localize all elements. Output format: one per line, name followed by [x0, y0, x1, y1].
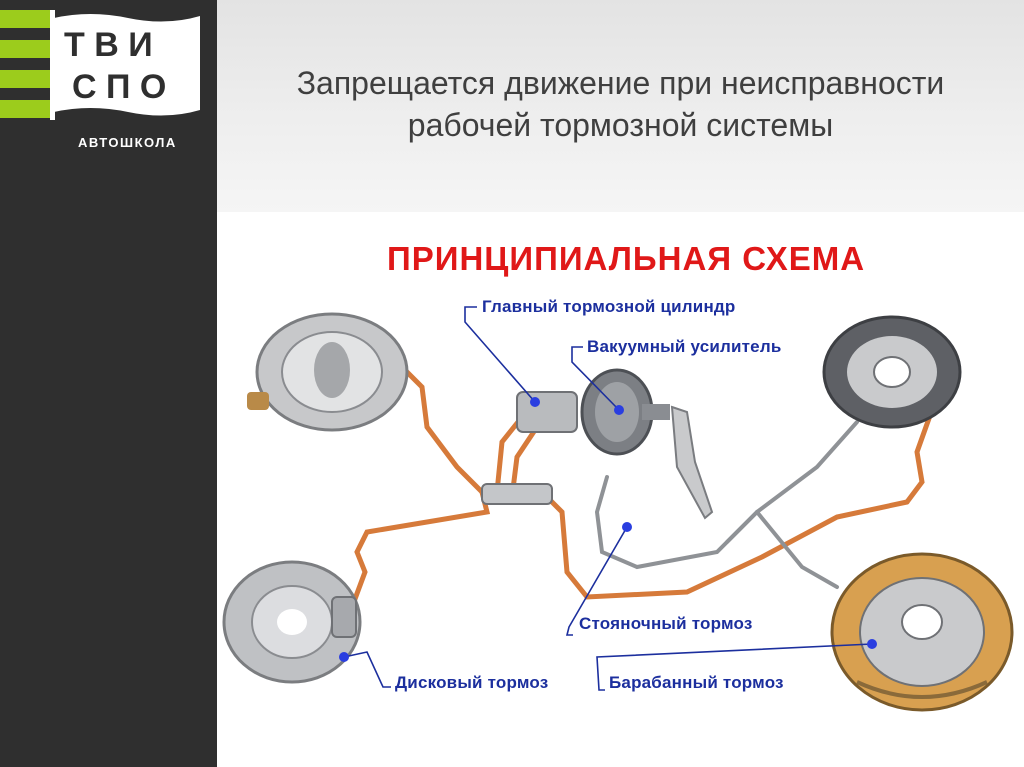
rear-drum-brake-bottom: [832, 554, 1012, 710]
slide-title: Запрещается движение при неисправности р…: [217, 62, 1024, 146]
label-drum-brake: Барабанный тормоз: [609, 673, 784, 693]
logo-caption: АВТОШКОЛА: [78, 135, 177, 150]
front-disc-brake-top: [247, 314, 407, 430]
label-parking-brake: Стояночный тормоз: [579, 614, 753, 634]
slide-header: Запрещается движение при неисправности р…: [217, 0, 1024, 212]
brake-system-diagram: ПРИНЦИПИАЛЬНАЯ СХЕМА: [217, 212, 1024, 767]
pipe-tee: [482, 484, 552, 504]
slide-title-line1: Запрещается движение при неисправности: [217, 62, 1024, 104]
slide-title-line2: рабочей тормозной системы: [217, 104, 1024, 146]
logo-stripe: [0, 10, 50, 28]
logo-stripe: [0, 40, 50, 58]
logo-letters-bottom: С П О: [72, 68, 166, 106]
logo-stripe: [0, 100, 50, 118]
logo-flag-icon: Т В И С П О: [50, 10, 204, 120]
rear-drum-brake-top: [824, 317, 960, 427]
label-master-cylinder: Главный тормозной цилиндр: [482, 297, 735, 317]
logo: Т В И С П О АВТОШКОЛА: [0, 0, 217, 158]
logo-stripe: [0, 70, 50, 88]
front-disc-brake-bottom: [224, 562, 360, 682]
logo-letters-top: Т В И: [64, 26, 153, 64]
label-disc-brake: Дисковый тормоз: [395, 673, 548, 693]
sidebar: Т В И С П О АВТОШКОЛА: [0, 0, 217, 767]
label-vacuum-booster: Вакуумный усилитель: [587, 337, 781, 357]
